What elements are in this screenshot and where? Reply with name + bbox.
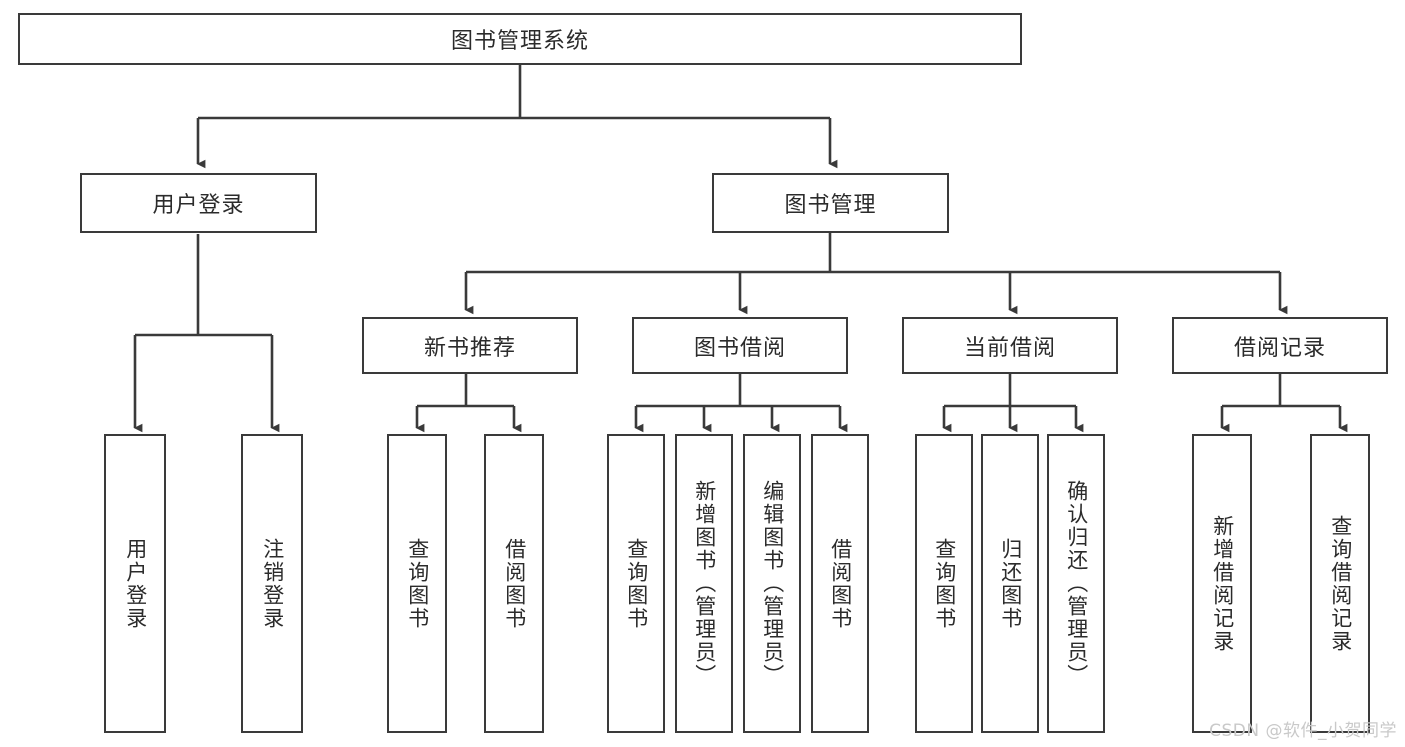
node-label: 查询图书 [624, 537, 649, 630]
leaf-user-login-login[interactable]: 用户登录 [104, 434, 166, 733]
node-book-management[interactable]: 图书管理 [712, 173, 949, 233]
leaf-borrow-record-add-record[interactable]: 新增借阅记录 [1192, 434, 1252, 733]
node-label: 用户登录 [152, 193, 245, 218]
node-root-book-management-system[interactable]: 图书管理系统 [18, 13, 1022, 65]
node-label: 查询借阅记录 [1328, 514, 1353, 653]
leaf-book-borrow-edit-book-admin[interactable]: 编辑图书（管理员） [743, 434, 801, 733]
node-new-book-recommend[interactable]: 新书推荐 [362, 317, 578, 374]
leaf-current-borrow-confirm-return-admin[interactable]: 确认归还（管理员） [1047, 434, 1105, 733]
node-label: 图书管理系统 [450, 29, 589, 54]
node-label: 当前借阅 [963, 335, 1056, 361]
node-book-borrow[interactable]: 图书借阅 [632, 317, 848, 374]
node-label: 注销登录 [260, 537, 285, 630]
node-label: 编辑图书（管理员） [760, 480, 785, 687]
leaf-book-borrow-query-book[interactable]: 查询图书 [607, 434, 665, 733]
leaf-current-borrow-query-book[interactable]: 查询图书 [915, 434, 973, 733]
leaf-book-borrow-borrow-book[interactable]: 借阅图书 [811, 434, 869, 733]
node-user-login[interactable]: 用户登录 [80, 173, 317, 233]
node-label: 图书借阅 [693, 335, 786, 361]
node-label: 借阅记录 [1233, 335, 1326, 361]
leaf-book-borrow-add-book-admin[interactable]: 新增图书（管理员） [675, 434, 733, 733]
node-borrow-record[interactable]: 借阅记录 [1172, 317, 1388, 374]
node-label: 归还图书 [998, 537, 1023, 630]
node-label: 新增借阅记录 [1210, 514, 1235, 653]
leaf-borrow-record-query-record[interactable]: 查询借阅记录 [1310, 434, 1370, 733]
node-label: 图书管理 [784, 193, 877, 218]
leaf-new-book-query-book[interactable]: 查询图书 [387, 434, 447, 733]
node-label: 借阅图书 [828, 537, 853, 630]
node-current-borrow[interactable]: 当前借阅 [902, 317, 1118, 374]
leaf-new-book-borrow-book[interactable]: 借阅图书 [484, 434, 544, 733]
leaf-user-login-logout[interactable]: 注销登录 [241, 434, 303, 733]
leaf-current-borrow-return-book[interactable]: 归还图书 [981, 434, 1039, 733]
node-label: 新书推荐 [423, 335, 516, 361]
watermark-text: CSDN @软件_小贺同学 [1209, 721, 1397, 741]
node-label: 查询图书 [405, 537, 430, 630]
node-label: 查询图书 [932, 537, 957, 630]
node-label: 用户登录 [123, 537, 148, 630]
node-label: 新增图书（管理员） [692, 480, 717, 687]
node-label: 确认归还（管理员） [1064, 480, 1089, 687]
node-label: 借阅图书 [502, 537, 527, 630]
